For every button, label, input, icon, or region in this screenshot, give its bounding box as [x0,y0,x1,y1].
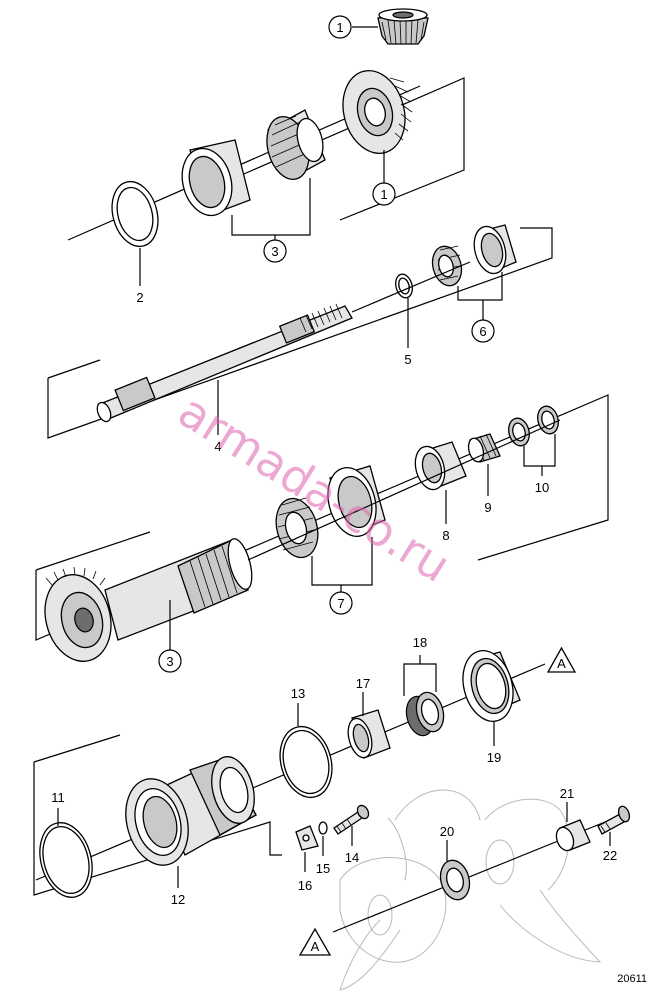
callout-22: 22 [603,832,617,863]
figure-number: 20611 [617,973,647,985]
callout-2: 2 [136,248,144,305]
part-14-screw [333,804,370,835]
callout-1a: 1 [328,15,378,39]
callout-5: 5 [404,298,412,367]
callout-9: 9 [484,464,492,515]
part-1-crown-gear-upper [342,70,413,154]
part-3-bearing-cup [181,139,251,217]
part-10-seal-rings [508,405,559,447]
part-4-propeller-shaft [96,303,353,423]
callout-12: 12 [171,866,185,907]
callout-1b: 1 [372,150,396,206]
part-6-bearing-cup [473,224,517,275]
callout-8: 8 [442,490,450,543]
part-18-seal-pair [405,691,445,737]
part-22-bolt [597,805,631,835]
callout-7: 7 [311,537,373,615]
svg-text:15: 15 [316,861,330,876]
part-11-o-ring-large [39,822,93,898]
callout-14: 14 [345,826,359,865]
callout-3a: 3 [231,178,311,263]
propeller-ghost-outline [339,789,602,991]
svg-text:3: 3 [271,244,278,259]
svg-text:A: A [557,656,566,671]
svg-text:18: 18 [413,635,427,650]
callout-18: 18 [403,635,437,696]
part-20-nut [439,859,471,901]
part-3-hollow-shaft [104,538,253,641]
reference-mark-a-upper: A [546,646,577,673]
group-frame-hollow-shaft [35,394,609,641]
part-21-spacer [555,819,591,852]
reference-mark-a-lower: A [298,927,332,956]
part-13-o-ring [279,725,333,799]
shaft-axis-line [351,261,471,313]
svg-text:20: 20 [440,824,454,839]
svg-text:2: 2 [136,290,143,305]
part-2-shim-ring [111,180,159,248]
svg-text:5: 5 [404,352,411,367]
svg-text:8: 8 [442,528,449,543]
svg-text:6: 6 [479,324,486,339]
callout-15: 15 [316,836,330,876]
callout-10: 10 [523,434,556,495]
callout-6: 6 [457,272,503,343]
svg-text:4: 4 [214,439,221,454]
svg-text:9: 9 [484,500,491,515]
part-19-retaining-ring [462,650,521,722]
svg-text:21: 21 [560,786,574,801]
svg-text:3: 3 [166,654,173,669]
callout-3b: 3 [158,600,182,673]
svg-text:14: 14 [345,850,359,865]
svg-text:1: 1 [336,20,343,35]
callout-20: 20 [440,824,454,862]
callout-21: 21 [560,786,574,822]
part-16-lock-tab [295,825,319,851]
part-12-bearing-housing [125,756,257,866]
svg-text:A: A [311,939,320,954]
part-8-sleeve [414,441,467,491]
svg-text:1: 1 [380,187,387,202]
group-frame-shaft [47,227,553,439]
callout-17: 17 [356,676,370,716]
part-1-small-bevel-gear [377,8,429,45]
part-17-needle-bearing [347,709,391,759]
svg-text:11: 11 [51,790,65,805]
callout-4: 4 [214,380,222,454]
callout-19: 19 [487,722,501,765]
part-7-bearing-cup [327,465,386,537]
svg-text:16: 16 [298,878,312,893]
hollow-shaft-axis [247,419,561,561]
svg-text:13: 13 [291,686,305,701]
svg-text:7: 7 [337,596,344,611]
svg-text:17: 17 [356,676,370,691]
part-5-o-ring-small [395,273,413,299]
svg-text:19: 19 [487,750,501,765]
part-15-washer [318,821,328,835]
svg-text:10: 10 [535,480,549,495]
svg-text:12: 12 [171,892,185,907]
svg-text:22: 22 [603,848,617,863]
callout-16: 16 [298,852,312,893]
part-3-crown-gear-lower [44,566,119,662]
callout-13: 13 [291,686,305,726]
callout-11: 11 [51,790,65,826]
part-3-taper-roller-bearing [266,109,326,180]
part-6-bearing [431,245,463,287]
